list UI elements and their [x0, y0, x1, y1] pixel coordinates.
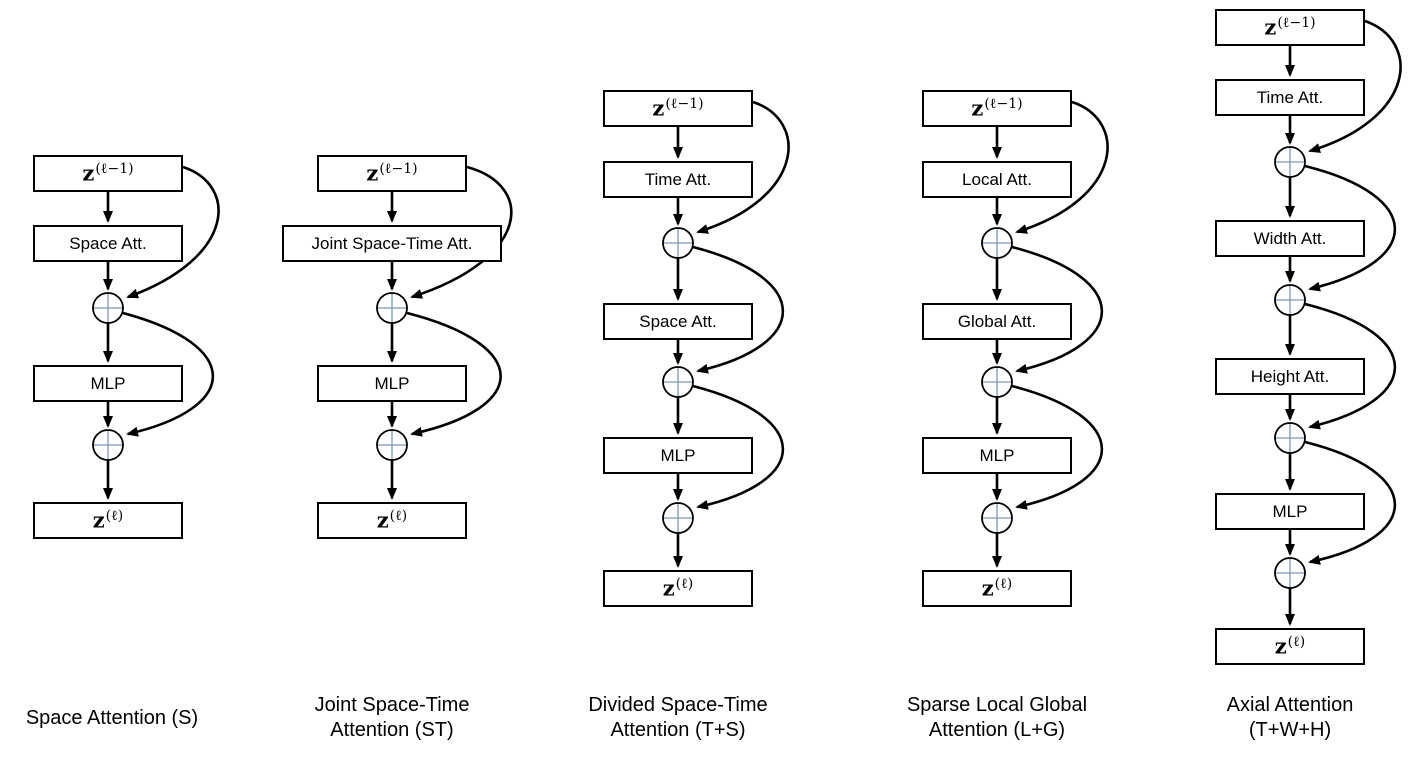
sum-nodes [981, 227, 1013, 534]
sum-node-icon [662, 227, 694, 259]
col1-block-z-input: z(ℓ−1) [33, 155, 183, 192]
col2-caption: Joint Space-Time Attention (ST) [242, 692, 542, 744]
sum-node-icon [981, 227, 1013, 259]
col5-block-time-attention: Time Att. [1215, 79, 1365, 116]
caption-line: Sparse Local Global [906, 694, 1088, 716]
col5-block-height-attention: Height Att. [1215, 358, 1365, 395]
caption-line: Space Attention (S) [25, 706, 199, 729]
col3-block-time-attention: Time Att. [603, 161, 753, 198]
col2-block-z-output: z(ℓ) [317, 502, 467, 539]
col1-block-mlp: MLP [33, 365, 183, 402]
col3-block-space-attention: Space Att. [603, 303, 753, 340]
caption-line: Attention (ST) [330, 719, 454, 741]
sum-node-icon [981, 502, 1013, 534]
z-input-label: z(ℓ−1) [1264, 14, 1316, 40]
col4-block-z-input: z(ℓ−1) [922, 90, 1072, 127]
sum-node-icon [1274, 422, 1306, 454]
z-output-label: z(ℓ) [662, 575, 694, 601]
sum-node-icon [92, 292, 124, 324]
sum-node-icon [376, 429, 408, 461]
col3-block-z-input: z(ℓ−1) [603, 90, 753, 127]
sum-nodes [662, 227, 694, 534]
z-input-label: z(ℓ−1) [82, 160, 134, 186]
sum-node-icon [1274, 284, 1306, 316]
col4-block-mlp: MLP [922, 437, 1072, 474]
flow-arrows [103, 165, 220, 500]
z-output-label: z(ℓ) [92, 507, 124, 533]
col1-caption: Space Attention (S) [0, 692, 262, 744]
col4-caption: Sparse Local Global Attention (L+G) [847, 692, 1147, 744]
caption-line: Joint Space-Time [314, 694, 470, 716]
col1-block-z-output: z(ℓ) [33, 502, 183, 539]
col5-block-z-output: z(ℓ) [1215, 628, 1365, 665]
sum-node-icon [662, 502, 694, 534]
col3-block-mlp: MLP [603, 437, 753, 474]
caption-line: Axial Attention [1226, 694, 1354, 716]
col1-block-space-attention: Space Att. [33, 225, 183, 262]
col2-block-mlp: MLP [317, 365, 467, 402]
caption-line: Attention (T+S) [610, 719, 746, 741]
sum-node-icon [376, 292, 408, 324]
col5-block-z-input: z(ℓ−1) [1215, 9, 1365, 46]
z-input-label: z(ℓ−1) [366, 160, 418, 186]
z-output-label: z(ℓ) [981, 575, 1013, 601]
col3-caption: Divided Space-Time Attention (T+S) [528, 692, 828, 744]
z-input-label: z(ℓ−1) [652, 95, 704, 121]
col3-block-z-output: z(ℓ) [603, 570, 753, 607]
sum-node-icon [662, 366, 694, 398]
sum-node-icon [92, 429, 124, 461]
col4-block-global-attention: Global Att. [922, 303, 1072, 340]
z-input-label: z(ℓ−1) [971, 95, 1023, 121]
col4-block-z-output: z(ℓ) [922, 570, 1072, 607]
col4-block-local-attention: Local Att. [922, 161, 1072, 198]
col5-block-mlp: MLP [1215, 493, 1365, 530]
col2-block-joint-space-time-attention: Joint Space-Time Att. [282, 225, 502, 262]
sum-node-icon [1274, 557, 1306, 589]
caption-line: Divided Space-Time [588, 694, 768, 716]
caption-line: Attention (L+G) [928, 719, 1066, 741]
z-output-label: z(ℓ) [1274, 633, 1306, 659]
sum-node-icon [1274, 146, 1306, 178]
col2-block-z-input: z(ℓ−1) [317, 155, 467, 192]
flow-arrows [387, 165, 513, 500]
col5-caption: Axial Attention (T+W+H) [1140, 692, 1428, 744]
caption-line: (T+W+H) [1248, 719, 1332, 741]
sum-node-icon [981, 366, 1013, 398]
z-output-label: z(ℓ) [376, 507, 408, 533]
col5-block-width-attention: Width Att. [1215, 220, 1365, 257]
